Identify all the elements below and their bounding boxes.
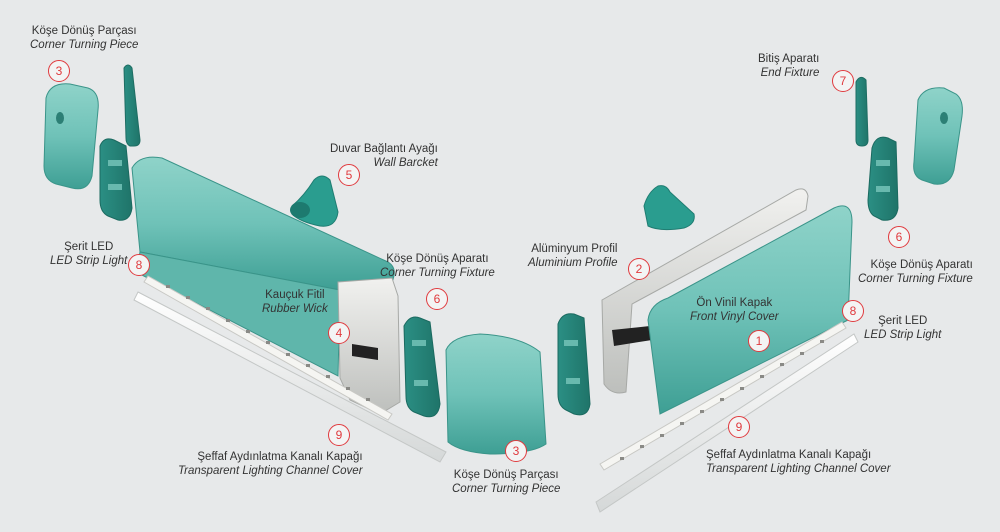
- corner-fixture-right-top-shape: [867, 136, 899, 221]
- label-tr: Şeffaf Aydınlatma Kanalı Kapağı: [706, 449, 872, 461]
- corner-piece-bottom-shape: [445, 333, 547, 455]
- corner-fixture-mid-left-shape: [403, 316, 441, 418]
- number-badge: 8: [128, 254, 150, 276]
- label-tr: Şerit LED: [878, 315, 928, 327]
- number-badge: 5: [338, 164, 360, 186]
- label-tr: Şerit LED: [64, 241, 114, 253]
- label-en: Corner Turning Fixture: [858, 273, 973, 285]
- label-front-vinyl-cover: Ön Vinil Kapak Front Vinyl Cover: [690, 296, 779, 324]
- left-profile-assembly: [131, 156, 401, 415]
- number-badge: 6: [426, 288, 448, 310]
- label-aluminium-profile: Alüminyum Profil Aluminium Profile: [528, 242, 617, 270]
- number-badge: 1: [748, 330, 770, 352]
- led-strip-left-shape: [143, 275, 393, 421]
- label-channel-cover-right: Şeffaf Aydınlatma Kanalı Kapağı Transpar…: [706, 448, 891, 476]
- number-badge: 4: [328, 322, 350, 344]
- number-badge: 7: [832, 70, 854, 92]
- label-en: Front Vinyl Cover: [690, 311, 779, 323]
- end-fixture-left-shape: [123, 64, 141, 147]
- label-corner-fixture-left: Köşe Dönüş Aparatı Corner Turning Fixtur…: [380, 252, 495, 280]
- label-corner-piece-left: Köşe Dönüş Parçası Corner Turning Piece: [30, 24, 138, 52]
- corner-piece-left-shape: [43, 83, 99, 190]
- label-wall-bracket: Duvar Bağlantı Ayağı Wall Barcket: [330, 142, 438, 170]
- front-vinyl-cover-shape: [647, 205, 853, 415]
- label-en: LED Strip Light: [864, 329, 942, 341]
- label-en: Aluminium Profile: [528, 257, 618, 269]
- label-tr: Köşe Dönüş Parçası: [453, 469, 559, 481]
- corner-fixture-mid-right-shape: [557, 313, 591, 416]
- label-en: Transparent Lighting Channel Cover: [178, 465, 363, 477]
- end-fixture-right-shape: [855, 76, 869, 147]
- label-tr: Köşe Dönüş Parçası: [31, 25, 137, 37]
- label-tr: Kauçuk Fitil: [265, 289, 325, 301]
- label-en: Corner Turning Piece: [30, 39, 139, 51]
- label-tr: Duvar Bağlantı Ayağı: [330, 143, 438, 155]
- label-en: Rubber Wick: [262, 303, 328, 315]
- label-en: Transparent Lighting Channel Cover: [706, 463, 891, 475]
- corner-fixture-left-top-shape: [99, 138, 133, 221]
- corner-piece-right-shape: [913, 87, 963, 185]
- channel-cover-right-shape: [595, 333, 859, 513]
- label-en: Corner Turning Piece: [452, 483, 561, 495]
- number-badge: 9: [728, 416, 750, 438]
- label-en: End Fixture: [760, 67, 820, 79]
- label-rubber-wick: Kauçuk Fitil Rubber Wick: [262, 288, 328, 316]
- label-corner-piece-bottom: Köşe Dönüş Parçası Corner Turning Piece: [452, 468, 560, 496]
- number-badge: 3: [48, 60, 70, 82]
- label-tr: Alüminyum Profil: [531, 243, 618, 255]
- label-led-strip-left: Şerit LED LED Strip Light: [50, 240, 127, 268]
- wall-bracket-right-shape: [643, 185, 695, 231]
- label-end-fixture: Bitiş Aparatı End Fixture: [758, 52, 819, 80]
- label-channel-cover-left: Şeffaf Aydınlatma Kanalı Kapağı Transpar…: [178, 450, 363, 478]
- channel-cover-left-shape: [133, 291, 447, 463]
- led-strip-right-shape: [599, 321, 847, 471]
- label-tr: Ön Vinil Kapak: [696, 297, 773, 309]
- label-tr: Köşe Dönüş Aparatı: [386, 253, 489, 265]
- number-badge: 8: [842, 300, 864, 322]
- label-led-strip-right: Şerit LED LED Strip Light: [864, 314, 941, 342]
- wall-bracket-shape: [291, 175, 339, 227]
- label-tr: Şeffaf Aydınlatma Kanalı Kapağı: [197, 451, 363, 463]
- label-tr: Köşe Dönüş Aparatı: [870, 259, 973, 271]
- label-tr: Bitiş Aparatı: [758, 53, 820, 65]
- label-en: Corner Turning Fixture: [380, 267, 495, 279]
- aluminium-profile-shape: [601, 188, 809, 394]
- label-corner-fixture-right: Köşe Dönüş Aparatı Corner Turning Fixtur…: [858, 258, 973, 286]
- number-badge: 2: [628, 258, 650, 280]
- label-en: Wall Barcket: [373, 157, 438, 169]
- label-en: LED Strip Light: [50, 255, 128, 267]
- number-badge: 3: [505, 440, 527, 462]
- number-badge: 9: [328, 424, 350, 446]
- wall-bracket-base-shape: [290, 202, 310, 218]
- number-badge: 6: [888, 226, 910, 248]
